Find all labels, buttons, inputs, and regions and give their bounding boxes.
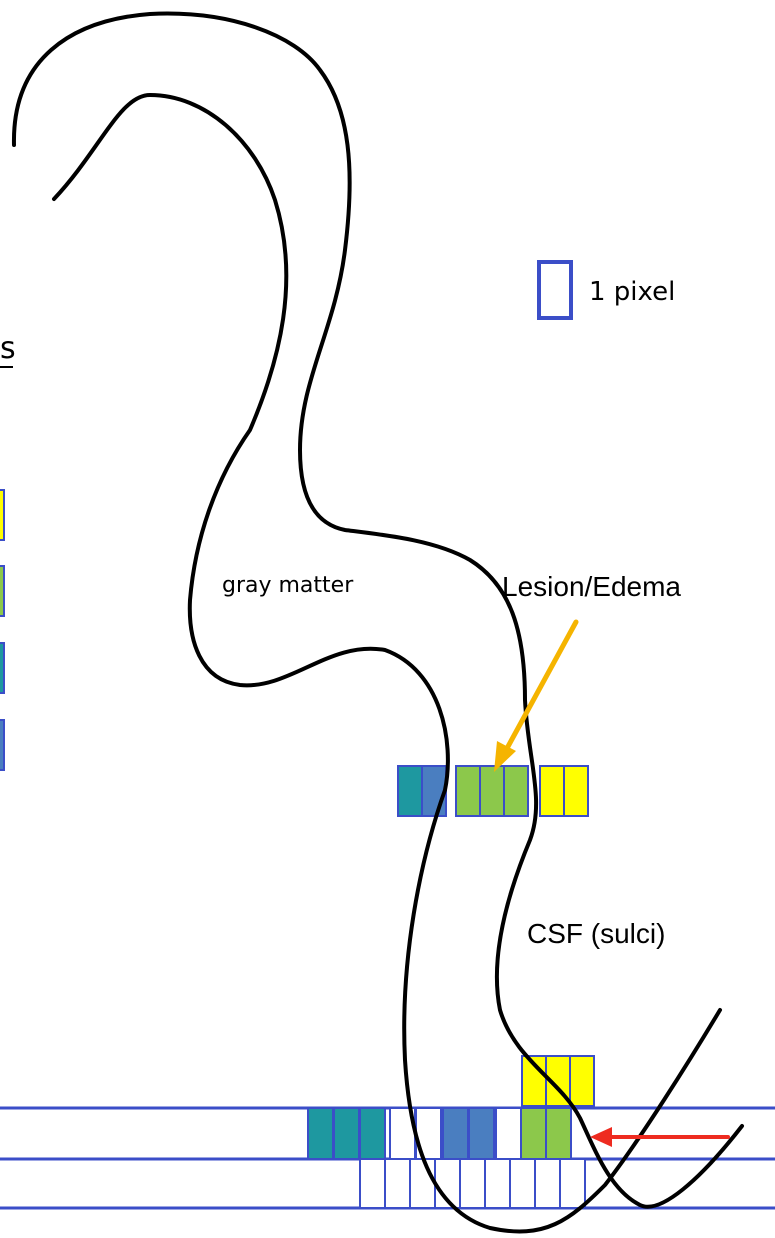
lesion-edema-label: Lesion/Edema: [502, 571, 681, 602]
empty-pixel-8: [535, 1159, 560, 1208]
lesion-pixel-3: [456, 766, 480, 816]
left-swatch-3: [0, 643, 4, 693]
scanline-arrow-icon: [590, 1127, 728, 1147]
scanline-pixel-10: [546, 1108, 571, 1159]
empty-pixel-6: [485, 1159, 510, 1208]
scanline-pixel-3: [360, 1108, 385, 1159]
empty-pixel-3: [410, 1159, 435, 1208]
scanline-pixel-9: [521, 1108, 546, 1159]
lesion-pixel-7: [564, 766, 588, 816]
pixel-legend-icon: [539, 262, 571, 318]
left-swatch-4: [0, 720, 4, 770]
empty-pixel-row: [360, 1159, 585, 1208]
lesion-pixel-5: [504, 766, 528, 816]
pixel-legend-label: 1 pixel: [589, 277, 675, 307]
cropped-heading-char: s: [0, 331, 16, 366]
lesion-pixel-row: [398, 766, 588, 816]
scanline-pixel-8: [496, 1108, 521, 1159]
empty-pixel-2: [385, 1159, 410, 1208]
empty-pixel-9: [560, 1159, 585, 1208]
left-swatch-1: [0, 490, 4, 540]
left-swatch-2: [0, 566, 4, 616]
inner-contour-curve: [54, 95, 720, 1231]
lesion-pixel-2: [422, 766, 446, 816]
scanline-pixel-2: [334, 1108, 359, 1159]
empty-pixel-1: [360, 1159, 385, 1208]
csf-label: CSF (sulci): [527, 918, 665, 949]
upper-yellow-pixel-3: [570, 1056, 594, 1106]
lesion-arrow-icon: [494, 622, 576, 772]
scanline-pixel-row: [308, 1108, 571, 1159]
scanline-pixel-6: [443, 1108, 468, 1159]
empty-pixel-7: [510, 1159, 535, 1208]
cortex-contours: [14, 14, 742, 1232]
lesion-pixel-4: [480, 766, 504, 816]
scanline-pixel-7: [469, 1108, 494, 1159]
lesion-pixel-6: [540, 766, 564, 816]
lesion-pixel-1: [398, 766, 422, 816]
gray-matter-label: gray matter: [222, 573, 354, 598]
outer-contour-curve: [14, 14, 742, 1207]
scanline-pixel-1: [308, 1108, 333, 1159]
empty-pixel-5: [460, 1159, 485, 1208]
left-color-swatches: [0, 490, 4, 770]
